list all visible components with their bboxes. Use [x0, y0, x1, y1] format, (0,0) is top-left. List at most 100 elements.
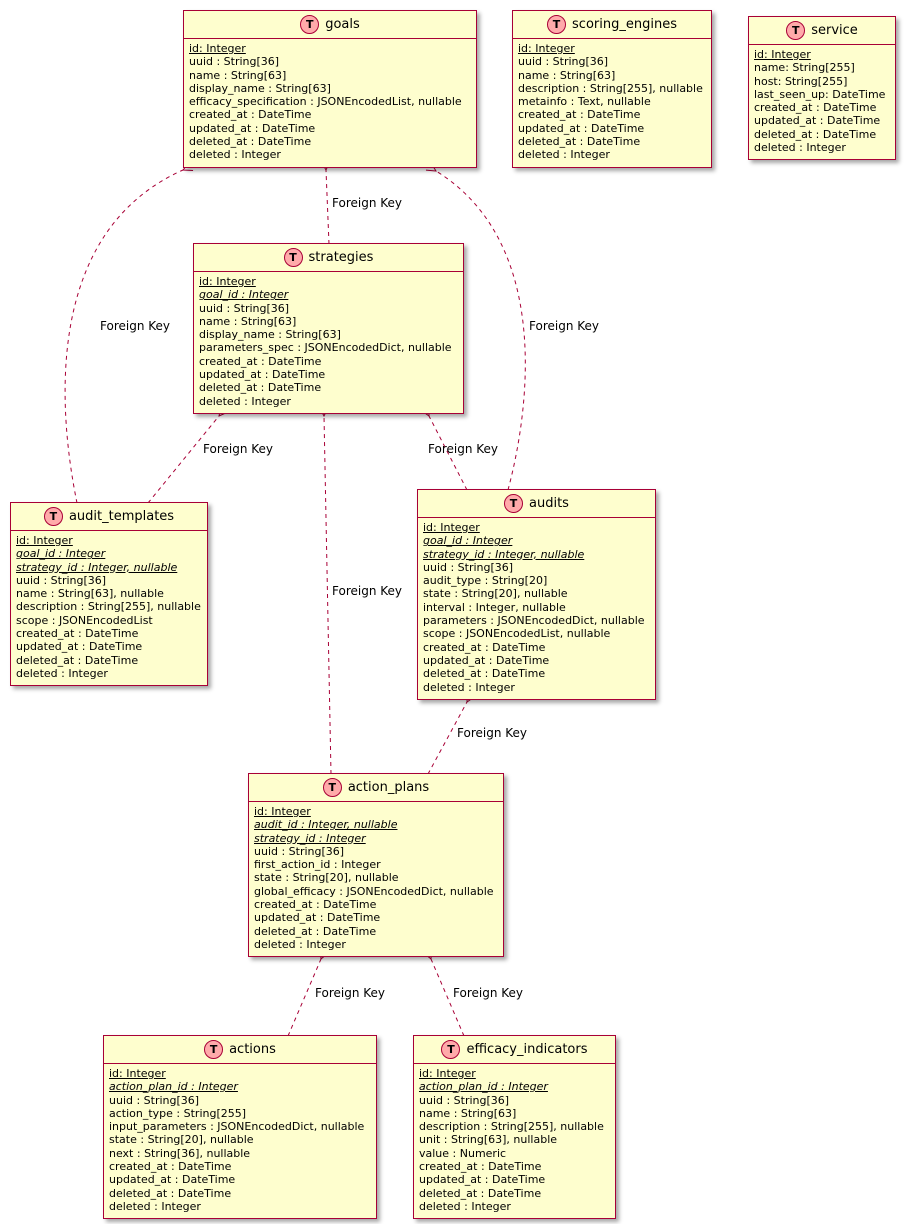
- field-column: deleted_at : DateTime: [109, 1186, 232, 1200]
- field-column: updated_at : DateTime: [199, 368, 326, 382]
- edge-label: Foreign Key: [100, 319, 170, 333]
- table-type-icon: T: [504, 494, 524, 513]
- field-column: name : String[63]: [419, 1106, 517, 1120]
- fk-edge-audit_templates-to-strategies: [147, 416, 219, 504]
- field-column: created_at : DateTime: [423, 640, 546, 654]
- field-column: interval : Integer, nullable: [423, 600, 566, 614]
- field-pk: id: Integer: [254, 805, 311, 818]
- table-type-icon: T: [43, 507, 63, 526]
- field-pk: id: Integer: [423, 521, 480, 534]
- field-column: updated_at : DateTime: [16, 640, 143, 654]
- field-column: updated_at : DateTime: [419, 1173, 546, 1187]
- field-column: updated_at : DateTime: [754, 114, 881, 128]
- field-column: uuid : String[36]: [254, 844, 345, 858]
- table-name: efficacy_indicators: [466, 1042, 588, 1057]
- table-type-icon: T: [786, 21, 806, 40]
- field-column: global_efficacy : JSONEncodedDict, nulla…: [254, 884, 494, 898]
- fk-edge-audit_templates-to-goals: [64, 170, 183, 504]
- fk-edge-action_plans-to-strategies: [324, 416, 332, 775]
- field-column: name : String[63], nullable: [16, 587, 164, 601]
- field-pk: id: Integer: [419, 1067, 476, 1080]
- field-column: input_parameters : JSONEncodedDict, null…: [109, 1120, 365, 1134]
- field-column: name : String[63]: [199, 314, 297, 328]
- field-column: state : String[20], nullable: [109, 1133, 254, 1147]
- field-column: deleted_at : DateTime: [423, 667, 546, 681]
- field-column: value : Numeric: [419, 1146, 507, 1160]
- field-column: deleted : Integer: [199, 394, 291, 408]
- field-column: description : String[255], nullable: [16, 600, 201, 614]
- field-pk: id: Integer: [16, 534, 73, 547]
- table-name: audit_templates: [68, 509, 175, 524]
- field-column: created_at : DateTime: [109, 1160, 232, 1174]
- field-column: scope : JSONEncodedList, nullable: [423, 627, 611, 641]
- field-pk: id: Integer: [109, 1067, 166, 1080]
- edge-label: Foreign Key: [457, 726, 527, 740]
- field-column: last_seen_up: DateTime: [754, 87, 886, 101]
- field-column: unit : String[63], nullable: [419, 1133, 558, 1147]
- field-column: name : String[63]: [189, 68, 287, 82]
- field-column: action_type : String[255]: [109, 1106, 247, 1120]
- field-column: created_at : DateTime: [189, 108, 312, 122]
- field-column: deleted_at : DateTime: [254, 924, 377, 938]
- field-column: deleted_at : DateTime: [754, 127, 877, 141]
- field-column: metainfo : Text, nullable: [518, 95, 651, 109]
- table-name: strategies: [308, 250, 374, 265]
- field-fk: action_plan_id : Integer: [109, 1080, 238, 1094]
- field-column: updated_at : DateTime: [518, 121, 645, 135]
- edge-label: Foreign Key: [453, 986, 523, 1000]
- field-fk: strategy_id : Integer: [254, 831, 366, 845]
- field-column: uuid : String[36]: [109, 1093, 200, 1107]
- field-fk: goal_id : Integer: [199, 288, 289, 302]
- field-fk: audit_id : Integer, nullable: [254, 818, 398, 832]
- field-fk: goal_id : Integer: [16, 547, 106, 561]
- fk-edge-actions-to-action_plans: [287, 959, 321, 1037]
- field-pk: id: Integer: [518, 42, 575, 55]
- field-column: deleted_at : DateTime: [199, 381, 322, 395]
- field-column: description : String[255], nullable: [419, 1120, 604, 1134]
- field-column: audit_type : String[20]: [423, 574, 548, 588]
- field-column: deleted : Integer: [254, 937, 346, 951]
- table-name: actions: [229, 1042, 276, 1057]
- field-column: updated_at : DateTime: [423, 653, 550, 667]
- field-column: created_at : DateTime: [518, 108, 641, 122]
- table-type-icon: T: [547, 15, 567, 34]
- edge-label: Foreign Key: [332, 584, 402, 598]
- field-column: deleted : Integer: [754, 141, 846, 155]
- table-type-icon: T: [283, 248, 303, 267]
- table-name: audits: [529, 496, 569, 511]
- field-column: first_action_id : Integer: [254, 858, 381, 872]
- field-column: created_at : DateTime: [419, 1160, 542, 1174]
- field-column: state : String[20], nullable: [254, 871, 399, 885]
- field-pk: id: Integer: [189, 42, 246, 55]
- fk-edge-efficacy_indicators-to-action_plans: [431, 959, 465, 1037]
- field-column: name: String[255]: [754, 61, 855, 75]
- edge-label: Foreign Key: [315, 986, 385, 1000]
- field-fk: strategy_id : Integer, nullable: [423, 547, 585, 561]
- table-name: goals: [325, 17, 360, 32]
- field-fk: action_plan_id : Integer: [419, 1080, 548, 1094]
- table-type-icon: T: [441, 1040, 461, 1059]
- field-column: efficacy_specification : JSONEncodedList…: [189, 95, 462, 109]
- field-column: deleted_at : DateTime: [419, 1186, 542, 1200]
- field-column: display_name : String[63]: [189, 81, 331, 95]
- field-column: deleted : Integer: [423, 680, 515, 694]
- field-column: deleted : Integer: [419, 1199, 511, 1213]
- field-column: description : String[255], nullable: [518, 81, 703, 95]
- field-column: deleted : Integer: [16, 666, 108, 680]
- field-column: created_at : DateTime: [254, 898, 377, 912]
- field-column: deleted_at : DateTime: [189, 135, 312, 149]
